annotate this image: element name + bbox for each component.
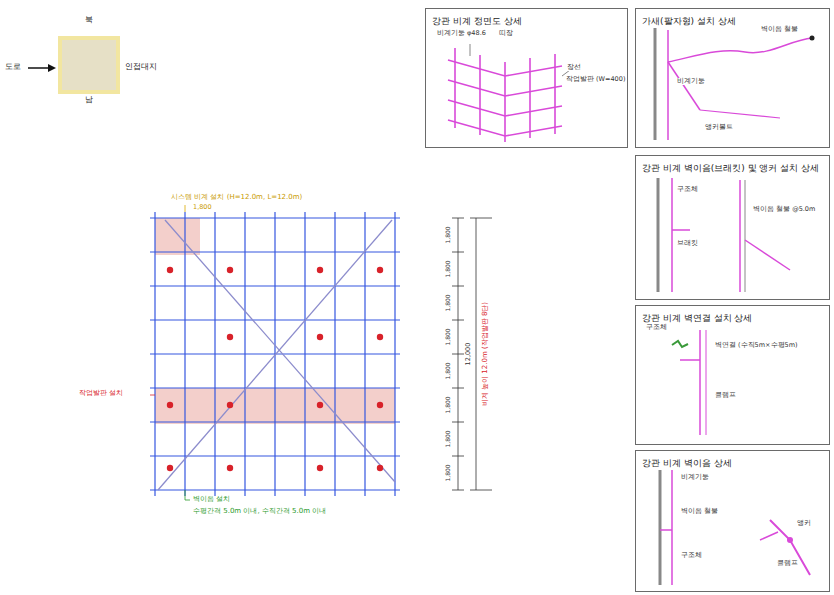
compass-label: 남 xyxy=(84,96,94,105)
part-label: 벽연결 (수직5m×수평5m) xyxy=(714,342,799,349)
part-label: 장선 xyxy=(566,64,582,71)
height-note: 비계 높이 12.0m (작업발판 8단) xyxy=(482,301,490,407)
compass-label: 북 xyxy=(84,16,94,25)
part-label: 앵커 xyxy=(796,520,812,527)
scaffold-frame-illustration xyxy=(448,44,570,142)
part-label: 클램프 xyxy=(776,560,799,567)
panel-title: 강관 비계 정면도 상세 xyxy=(426,12,527,26)
scaffold-note: 시스템 비계 설치 (H=12.0m, L=12.0m) xyxy=(170,194,303,202)
platform-note: 작업발판 설치 xyxy=(78,390,124,398)
dimension-text: 1,800 xyxy=(445,429,452,448)
panel-title: 강관 비계 벽연결 설치 상세 xyxy=(636,309,757,323)
dimension-line xyxy=(452,218,492,490)
dimension-text: 1,800 xyxy=(192,204,213,211)
dimension-text: 1,800 xyxy=(445,293,452,312)
panel-title: 강관 비계 벽이음(브래킷) 및 앵커 설치 상세 xyxy=(636,159,824,173)
part-label: 벽이음 철물 @5.0m xyxy=(752,206,816,213)
dimension-text: 12,000 xyxy=(465,342,472,367)
key-plan xyxy=(28,38,118,92)
part-label: 브래킷 xyxy=(676,240,699,247)
part-label: 비계기둥 xyxy=(680,474,710,481)
wall-tie-note: 수평간격 5.0m 이내, 수직간격 5.0m 이내 xyxy=(192,508,327,516)
part-label: 앵커볼트 xyxy=(704,124,734,131)
part-label: 구조체 xyxy=(680,552,703,559)
wall-connection-illustration xyxy=(672,330,706,435)
part-label: 구조체 xyxy=(645,324,668,331)
bracing-illustration xyxy=(655,28,815,140)
part-label: 클램프 xyxy=(714,392,737,399)
part-label: 비계기둥 φ48.6 xyxy=(436,30,487,37)
wall-tie-detail-illustration xyxy=(660,470,810,585)
wall-tie-note: 벽이음 설치 xyxy=(192,496,231,504)
dimension-text: 1,800 xyxy=(445,361,452,380)
part-label: 띠장 xyxy=(498,30,514,37)
dimension-text: 1,800 xyxy=(445,327,452,346)
part-label: 비계기둥 xyxy=(676,78,706,85)
site-label: 인접대지 xyxy=(124,63,158,72)
part-label: 작업발판 (W=400) xyxy=(565,76,626,83)
detail-panel: 강관 비계 벽이음(브래킷) 및 앵커 설치 상세 xyxy=(635,155,830,300)
scaffold-elevation xyxy=(150,205,400,500)
dimension-text: 1,800 xyxy=(445,259,452,278)
panel-title: 가새(팔자형) 설치 상세 xyxy=(636,12,741,26)
panel-title: 강관 비계 벽이음 상세 xyxy=(636,454,737,468)
part-label: 벽이음 철물 xyxy=(680,508,719,515)
road-label: 도로 xyxy=(4,63,22,72)
dimension-text: 1,800 xyxy=(445,463,452,482)
dimension-text: 1,800 xyxy=(445,225,452,244)
part-label: 구조체 xyxy=(676,186,699,193)
wall-tie-illustration xyxy=(658,178,790,292)
part-label: 벽이음 철물 xyxy=(760,26,799,33)
dimension-text: 1,800 xyxy=(445,395,452,414)
